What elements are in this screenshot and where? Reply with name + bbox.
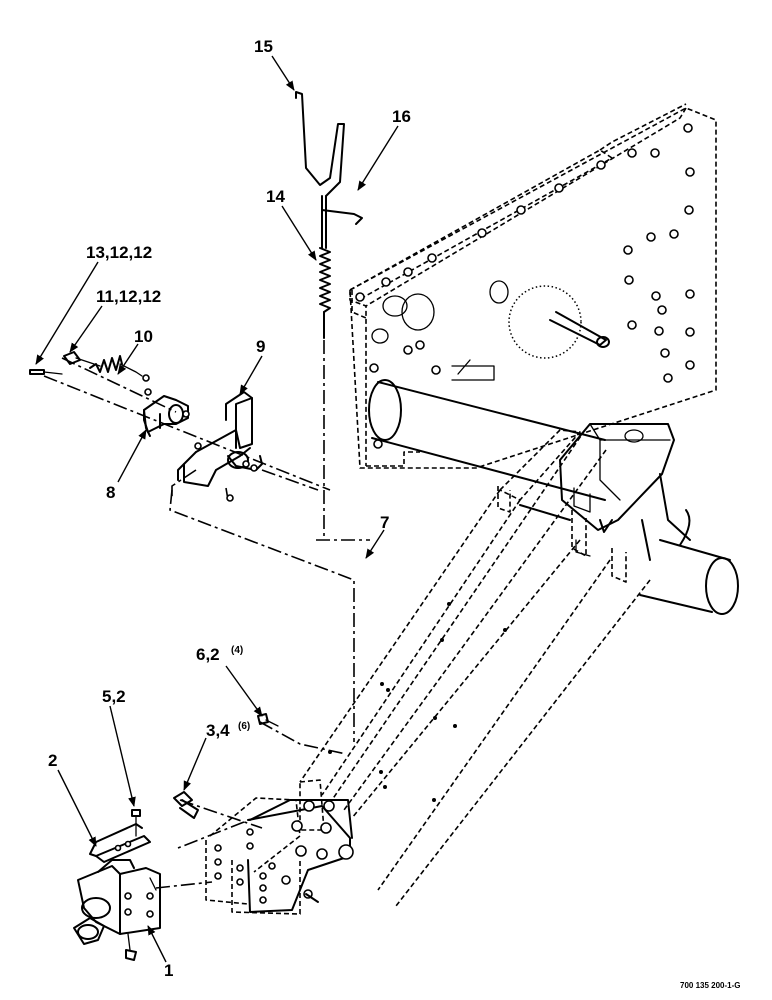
callout-9: 9 (256, 337, 265, 356)
callout-15: 15 (254, 37, 273, 56)
figure-reference: 700 135 200-1-G (680, 981, 741, 990)
callout-3-qty: (6) (238, 721, 250, 732)
frame-side-plate (349, 103, 717, 469)
bracket-9 (177, 391, 263, 487)
callout-14: 14 (266, 187, 285, 206)
callout-6-qty: (4) (231, 645, 243, 656)
callout-leaders (35, 55, 399, 963)
callout-5: 5,2 (102, 687, 126, 706)
bolt-5 (131, 809, 141, 837)
gear-hub (508, 285, 610, 359)
assembly-centerlines (43, 357, 370, 889)
plate-2 (89, 823, 151, 863)
frame-cross-tube (368, 379, 739, 615)
clevis-1 (73, 859, 161, 961)
callout-labels: 15 16 14 13,12,12 11,12,12 10 9 8 7 6,2 … (48, 37, 741, 990)
callout-13: 13,12,12 (86, 243, 152, 262)
latch-8 (143, 395, 190, 437)
callout-8: 8 (106, 483, 115, 502)
bolt-13 (29, 369, 63, 375)
callout-11: 11,12,12 (96, 287, 161, 306)
callout-16: 16 (392, 107, 411, 126)
bolt-6 (257, 713, 279, 727)
bolt-3 (173, 791, 199, 819)
callout-3: 3,4 (206, 721, 230, 740)
callout-1: 1 (164, 961, 173, 980)
callout-2: 2 (48, 751, 57, 770)
callout-7: 7 (380, 513, 389, 532)
spring-10 (89, 355, 150, 382)
lift-rod-assembly (295, 91, 363, 540)
bolt-11 (63, 351, 101, 367)
callout-10: 10 (134, 327, 153, 346)
tongue-assembly (205, 423, 691, 915)
callout-6: 6,2 (196, 645, 220, 664)
frame-bolt-heads (355, 123, 695, 449)
